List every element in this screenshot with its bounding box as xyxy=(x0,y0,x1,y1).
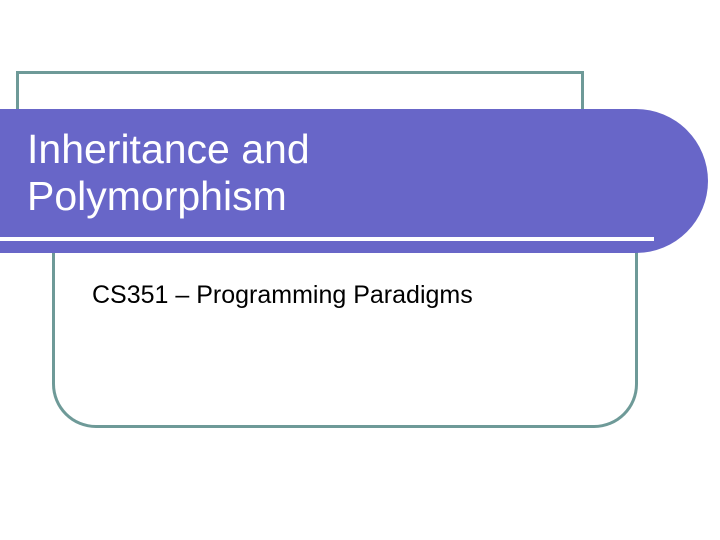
top-frame-decoration xyxy=(16,71,584,131)
title-line-2: Polymorphism xyxy=(27,173,287,219)
title-line-1: Inheritance and xyxy=(27,126,310,172)
band-underline xyxy=(0,237,654,241)
title-band xyxy=(0,109,708,253)
subtitle-frame xyxy=(52,240,638,428)
slide-title: Inheritance and Polymorphism xyxy=(27,126,310,220)
slide-subtitle: CS351 – Programming Paradigms xyxy=(92,281,473,309)
